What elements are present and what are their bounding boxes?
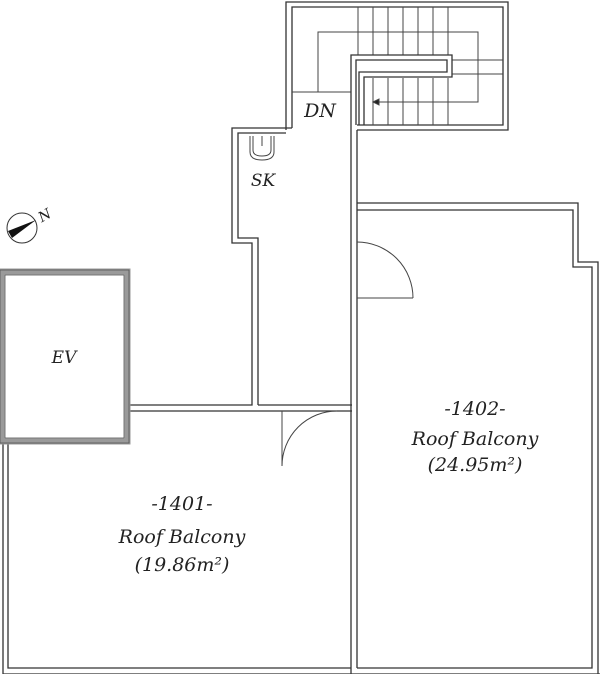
elevator-shaft [0,268,131,445]
elevator-label: EV [51,348,78,368]
room-1401-name: Roof Balcony [118,526,246,548]
door-corridor [281,410,338,467]
room-1401-area: (19.86m²) [135,554,230,576]
room-1402-area: (24.95m²) [428,454,523,476]
room-1402-number: -1402- [444,398,505,420]
walls [2,125,600,674]
stair-arrow-icon [371,98,380,106]
door-1402 [356,241,414,299]
stair-down-label: DN [303,100,337,122]
room-1401-number: -1401- [151,493,212,515]
stair-enclosure [285,1,509,131]
compass-icon [6,212,38,244]
room-1402-name: Roof Balcony [411,428,539,450]
stair-treads [292,7,503,125]
compass-north-label: N [35,206,55,227]
sink-icon [249,136,275,161]
sink-label: SK [251,171,277,191]
